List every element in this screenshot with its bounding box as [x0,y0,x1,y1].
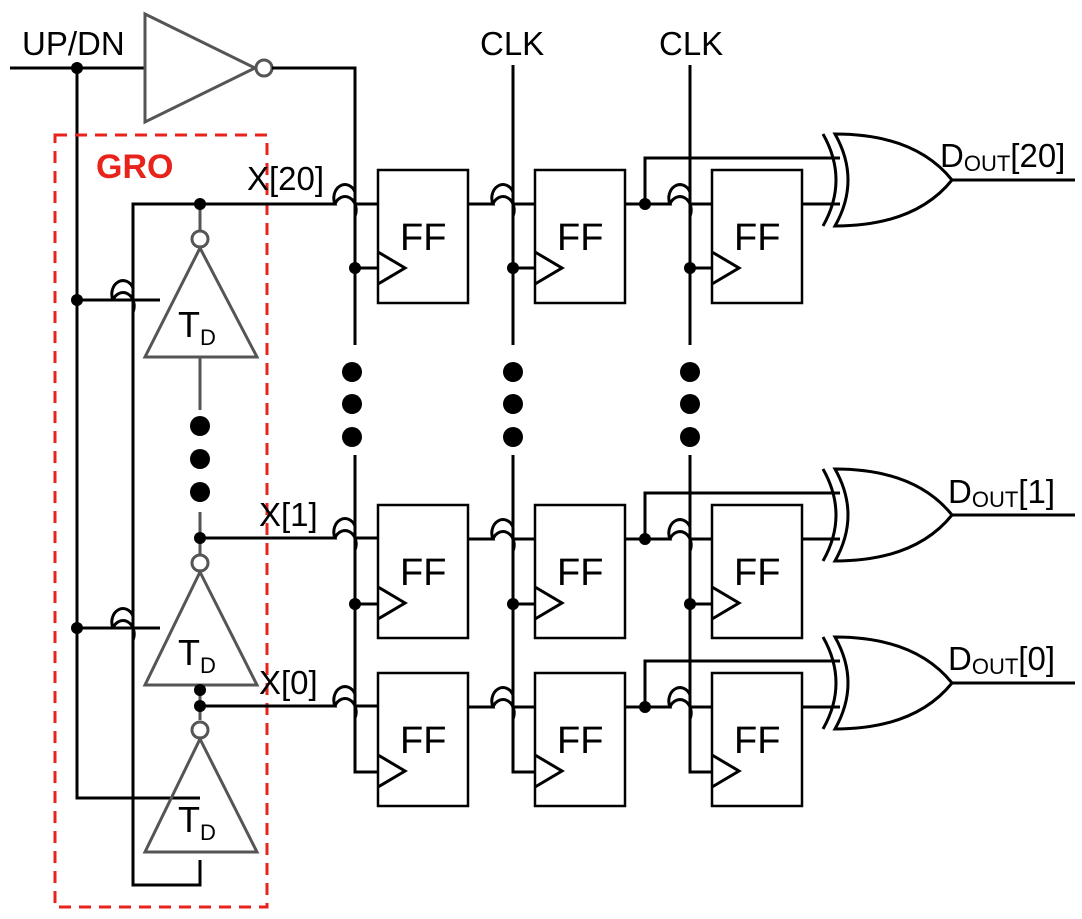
dout0-label: DOUT[0] [948,640,1055,679]
flip-flop-grid: FF FF FF FF FF FF FF FF FF [376,168,804,808]
dout1-label: DOUT[1] [948,473,1055,512]
td-label-middle: TD [178,632,216,678]
ff-label: FF [734,720,780,762]
ff-label: FF [734,552,780,594]
ff-row-0: FF FF FF [376,671,804,808]
flip-flop: FF [533,503,712,640]
flip-flop: FF [710,671,804,808]
flip-flop: FF [376,671,535,808]
xor-gates [639,132,1075,731]
gro-label: GRO [96,148,173,186]
ff-row-1: FF FF FF [376,503,804,640]
ff-label: FF [734,217,780,259]
ff-label: FF [557,720,603,762]
xor-gate [639,132,1075,228]
flip-flop: FF [533,671,712,808]
x20-label: X[20] [247,160,324,197]
updn-label: UP/DN [22,25,125,62]
ff-row-20: FF FF FF [376,168,804,305]
clk-label-1: CLK [480,25,544,62]
ff-label: FF [557,217,603,259]
ff-label: FF [400,552,446,594]
flip-flop: FF [533,168,712,305]
x0-label: X[0] [259,664,318,701]
clk-label-2: CLK [659,25,723,62]
flip-flop: FF [710,503,804,640]
col3-clock-rail [688,65,712,774]
td-label-top: TD [178,304,216,350]
x1-label: X[1] [259,496,318,533]
dout20-label: DOUT[20] [940,137,1065,176]
col2-clock-rail [511,65,535,774]
ff-label: FF [400,217,446,259]
flip-flop: FF [376,503,535,640]
delay-inverter-top [142,204,260,410]
gro-boundary [53,133,269,909]
updn-rail [75,68,200,800]
ff-label: FF [400,720,446,762]
td-label-bottom: TD [178,799,216,845]
xor-gate [639,467,1075,563]
flip-flop: FF [710,168,804,305]
col1-clock-rail [353,178,378,774]
delay-inverter-bottom [142,720,260,854]
flip-flop: FF [376,168,535,305]
xor-gate [639,635,1075,731]
ff-label: FF [557,552,603,594]
